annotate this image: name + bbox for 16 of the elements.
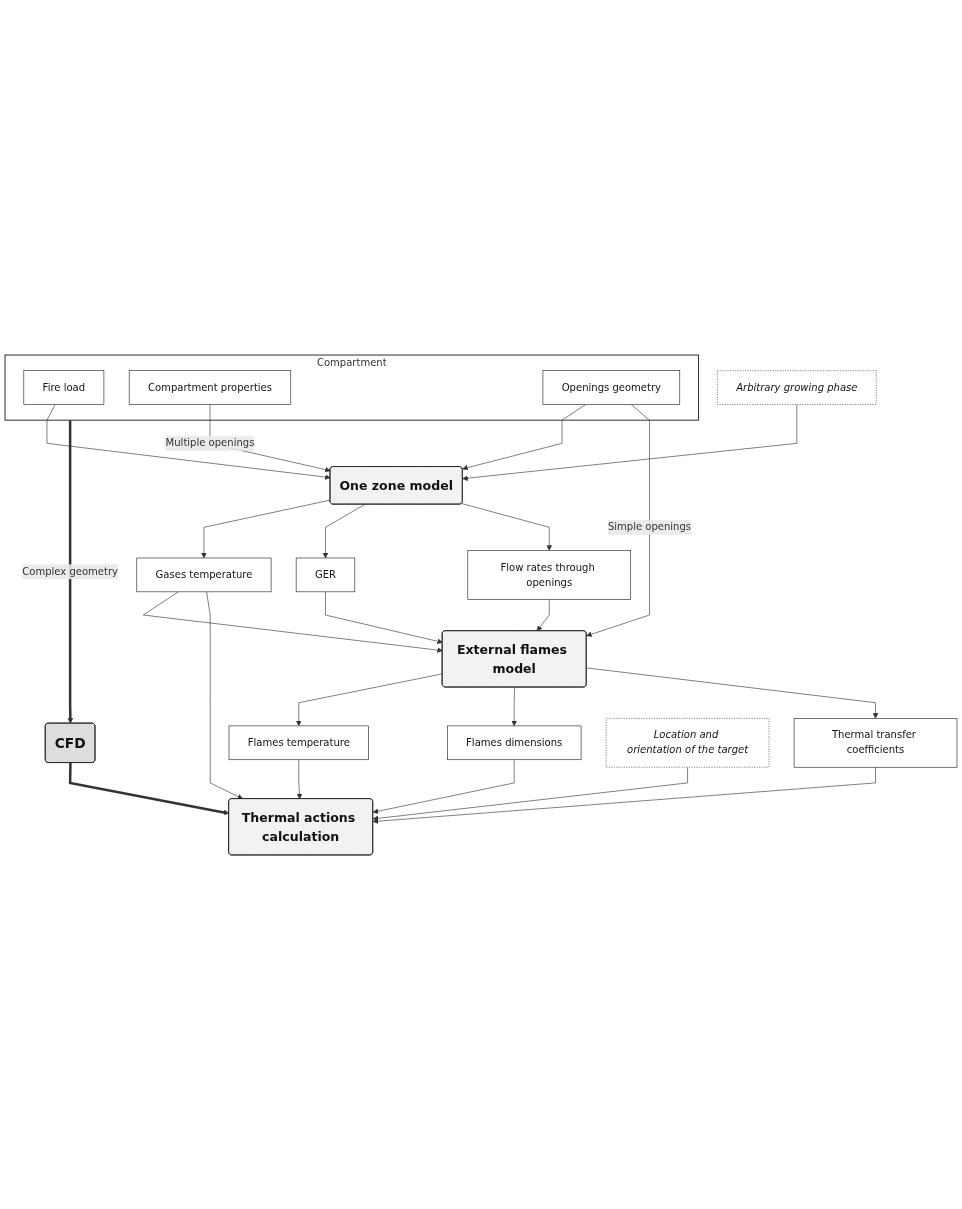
arrow [68,762,230,815]
node-box: Arbitrary growing phase [717,369,877,405]
edge-label: Complex geometry [22,565,118,577]
node-box: Location and orientation of the target [605,717,770,768]
edge-label: Simple openings [607,520,692,533]
arrow [67,419,74,724]
node-box: GER [295,557,356,592]
node-box: Thermal transfer coefficients [793,717,958,768]
node-box: Flames temperature [228,725,369,760]
edge-label: Multiple openings [165,436,255,449]
node-box: Flames dimensions [447,725,582,760]
node-box: Compartment properties [128,369,292,405]
node-box: Fire load [23,369,105,405]
node-box: Openings geometry [542,369,681,405]
node-box: Flow rates through openings [467,549,631,600]
node-box: Gases temperature [136,557,272,592]
